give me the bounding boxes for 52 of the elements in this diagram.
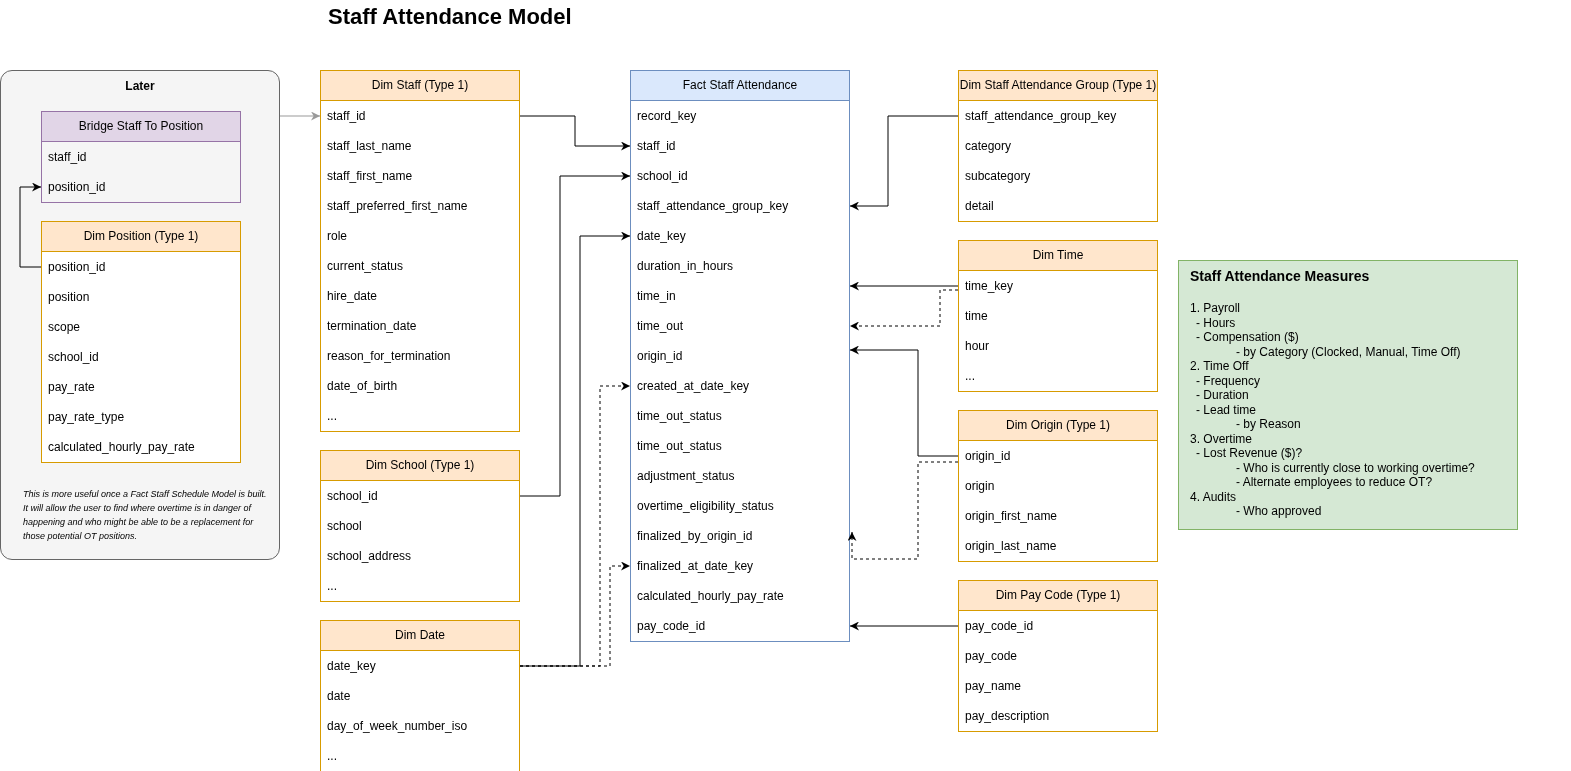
list-item: - Alternate employees to reduce OT? bbox=[1236, 475, 1434, 490]
relationship-arrow bbox=[19, 182, 42, 268]
relationship-arrow bbox=[849, 621, 959, 631]
list-item: 4. Audits bbox=[1190, 489, 1238, 504]
list-item: - by Category (Clocked, Manual, Time Off) bbox=[1236, 344, 1462, 359]
entity-table bbox=[630, 70, 850, 642]
relationship-arrow bbox=[519, 561, 631, 667]
relationship-arrow bbox=[849, 281, 959, 291]
list-item: - Compensation ($) bbox=[1196, 330, 1300, 345]
card-title: Staff Attendance Measures bbox=[1190, 267, 1371, 285]
entity-table bbox=[958, 580, 1158, 732]
entity-table bbox=[320, 620, 520, 771]
list-item: - Duration bbox=[1196, 388, 1250, 403]
measures-card bbox=[1178, 260, 1518, 530]
relationship-arrow bbox=[519, 171, 631, 497]
note-text: This is more useful once a Fact Staff Schedule Model is built. It will allow the user to find where overtime is in danger of happening and who might be able to be a replacement for those potential OT positions. bbox=[23, 488, 268, 543]
entity-table bbox=[320, 70, 520, 432]
list-item: 3. Overtime bbox=[1190, 431, 1253, 446]
list-item: - Frequency bbox=[1196, 373, 1262, 388]
relationship-arrow bbox=[849, 115, 959, 211]
relationship-arrow bbox=[279, 111, 321, 121]
relationship-arrow bbox=[849, 289, 959, 331]
list-item: - Who is currently close to working overtime? bbox=[1236, 460, 1476, 475]
entity-table bbox=[958, 240, 1158, 392]
table-header: Dim Staff Attendance Group (Type 1) bbox=[959, 71, 1157, 101]
table-header: Dim Date bbox=[321, 621, 519, 651]
list-item: - by Reason bbox=[1236, 417, 1302, 432]
diagram-title: Staff Attendance Model bbox=[328, 4, 572, 30]
entity-table bbox=[41, 221, 241, 463]
relationship-arrow bbox=[519, 115, 631, 151]
table-header: Dim Origin (Type 1) bbox=[959, 411, 1157, 441]
table-header: Bridge Staff To Position bbox=[42, 112, 240, 142]
list-item: - Who approved bbox=[1236, 504, 1323, 519]
entity-table bbox=[958, 410, 1158, 562]
entity-table bbox=[41, 111, 241, 203]
relationship-arrow bbox=[849, 345, 959, 457]
table-header: Dim Staff (Type 1) bbox=[321, 71, 519, 101]
group-title: Later bbox=[124, 79, 156, 93]
relationship-arrow bbox=[847, 461, 959, 560]
table-header: Fact Staff Attendance bbox=[631, 71, 849, 101]
table-header: Dim Position (Type 1) bbox=[42, 222, 240, 252]
entity-table bbox=[958, 70, 1158, 222]
list-item: - Hours bbox=[1196, 315, 1237, 330]
entity-table bbox=[320, 450, 520, 602]
table-header: Dim Time bbox=[959, 241, 1157, 271]
table-header: Dim Pay Code (Type 1) bbox=[959, 581, 1157, 611]
table-header: Dim School (Type 1) bbox=[321, 451, 519, 481]
list-item: - Lost Revenue ($)? bbox=[1196, 446, 1304, 461]
list-item: 1. Payroll bbox=[1190, 301, 1242, 316]
list-item: - Lead time bbox=[1196, 402, 1258, 417]
group-panel bbox=[0, 70, 280, 560]
list-item: 2. Time Off bbox=[1190, 359, 1250, 374]
